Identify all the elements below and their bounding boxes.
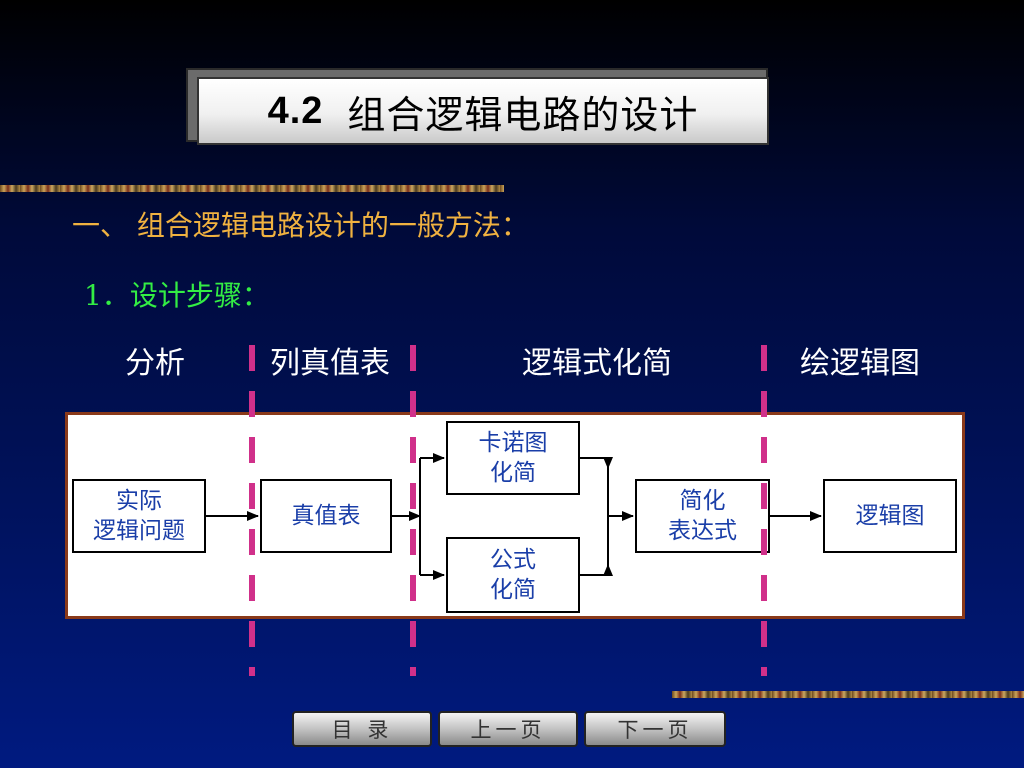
next-page-button[interactable]: 下一页 — [584, 711, 726, 747]
arrow-karnaugh-out — [580, 457, 613, 469]
decorative-bar-top — [0, 185, 504, 192]
title-text: 组合逻辑电路的设计 — [347, 92, 699, 137]
arrow-formula-out — [580, 564, 613, 576]
node-simplified-expression: 简化 表达式 — [635, 479, 770, 553]
node-truth-table: 真值表 — [260, 479, 392, 553]
section-heading: 一、 组合逻辑电路设计的一般方法： — [72, 209, 529, 242]
contents-button[interactable]: 目 录 — [292, 711, 432, 747]
contents-label: 目 录 — [331, 718, 393, 742]
node-karnaugh: 卡诺图 化简 — [446, 421, 580, 495]
prev-page-button[interactable]: 上一页 — [438, 711, 578, 747]
node-logic-diagram: 逻辑图 — [823, 479, 957, 553]
prev-page-label: 上一页 — [470, 718, 546, 742]
stage-label-truth-table: 列真值表 — [270, 346, 390, 381]
page-title: 4.2 组合逻辑电路的设计 — [197, 77, 769, 145]
stage-label-analysis: 分析 — [125, 346, 185, 381]
title-number: 4.2 — [267, 89, 324, 132]
next-page-label: 下一页 — [617, 718, 693, 742]
decorative-bar-bottom — [672, 691, 1024, 698]
stage-label-simplify: 逻辑式化简 — [522, 346, 672, 381]
stage-label-draw: 绘逻辑图 — [800, 346, 920, 381]
node-formula: 公式 化简 — [446, 537, 580, 613]
node-practical-problem: 实际 逻辑问题 — [72, 479, 206, 553]
subsection-heading: 1．设计步骤： — [84, 279, 270, 312]
